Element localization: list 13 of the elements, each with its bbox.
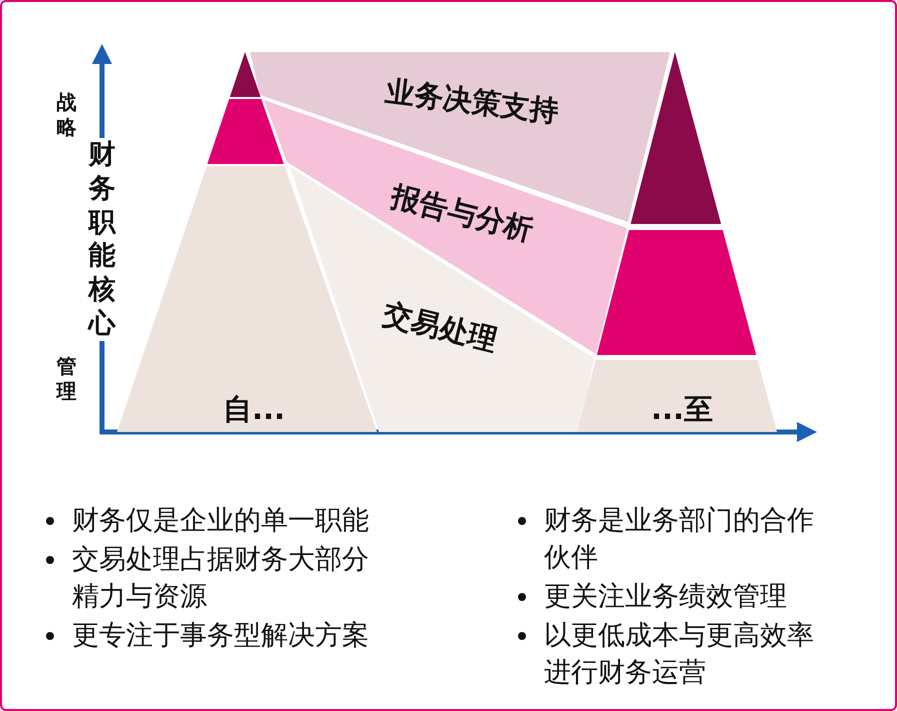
bullet-text: 财务是业务部门的合作伙伴 [544,504,815,575]
bullet-text: 以更低成本与更高效率进行财务运营 [544,619,815,690]
band-label: 业务决策支持 [383,72,561,130]
bullet-text: 财务仅是企业的单一职能 [72,504,370,538]
period-label: 自... [222,391,286,428]
bullet-text: 更关注业务绩效管理 [544,580,788,614]
period-label: ...至 [650,391,714,428]
axis-label: 战略 [56,90,77,140]
band-label: 报告与分析 [386,178,538,250]
band-label: 交易处理 [378,296,502,360]
bullet-text: 更专注于事务型解决方案 [72,619,370,653]
axis-label: 财务职能核心 [88,138,116,340]
bullet-text: 交易处理占据财务大部分精力与资源 [72,543,370,614]
